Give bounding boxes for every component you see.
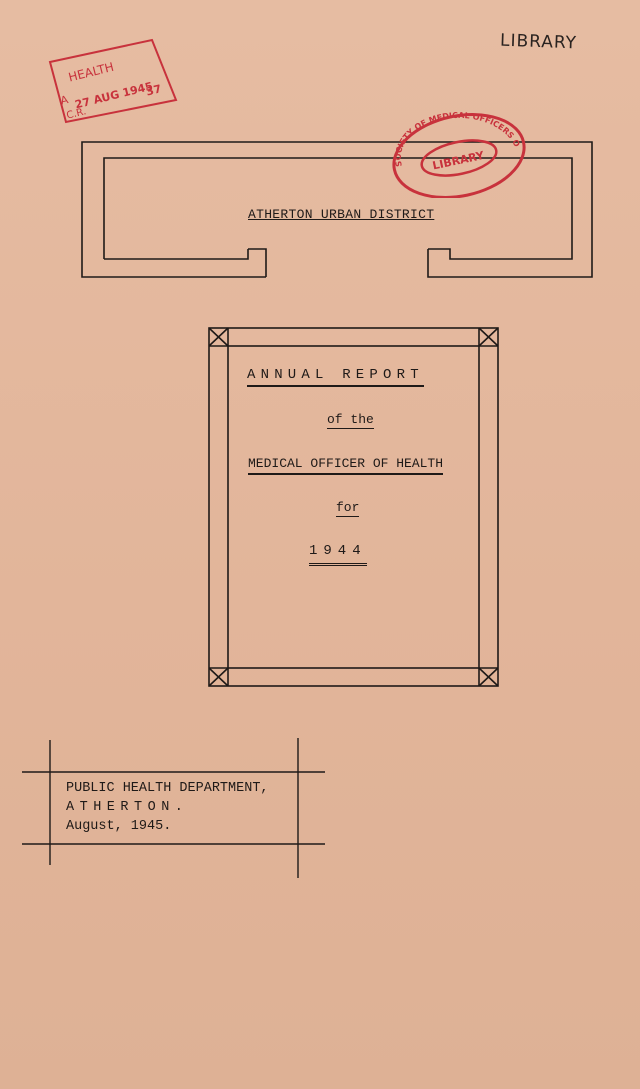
- health-stamp-prefix: A: [59, 93, 70, 108]
- health-stamp-graphic: HEALTH A 27 AUG 1945 37 C.R.: [48, 38, 178, 124]
- library-label: LIBRARY: [499, 30, 578, 54]
- report-officer-title: MEDICAL OFFICER OF HEALTH: [248, 456, 444, 475]
- report-heading: ANNUAL REPORT: [247, 366, 424, 387]
- department-name: PUBLIC HEALTH DEPARTMENT,: [66, 781, 269, 796]
- health-stamp-number: 37: [145, 82, 163, 98]
- report-frame-border: [208, 327, 499, 687]
- health-stamp-word: HEALTH: [67, 60, 115, 85]
- department-town: ATHERTON.: [66, 800, 189, 815]
- report-year: 1944: [309, 543, 367, 566]
- society-stamp-graphic: SOCIETY OF MEDICAL OFFICERS OF HEALTH LI…: [385, 101, 526, 199]
- health-stamp-initials: C.R.: [65, 106, 87, 121]
- district-title: ATHERTON URBAN DISTRICT: [248, 207, 435, 222]
- report-of-the: of the: [327, 412, 374, 429]
- department-date: August, 1945.: [66, 819, 172, 834]
- health-received-stamp: HEALTH A 27 AUG 1945 37 C.R.: [48, 38, 178, 124]
- report-for: for: [336, 500, 360, 517]
- report-frame: [208, 327, 499, 687]
- society-library-stamp: SOCIETY OF MEDICAL OFFICERS OF HEALTH LI…: [385, 101, 530, 199]
- department-box-lines: [22, 738, 325, 878]
